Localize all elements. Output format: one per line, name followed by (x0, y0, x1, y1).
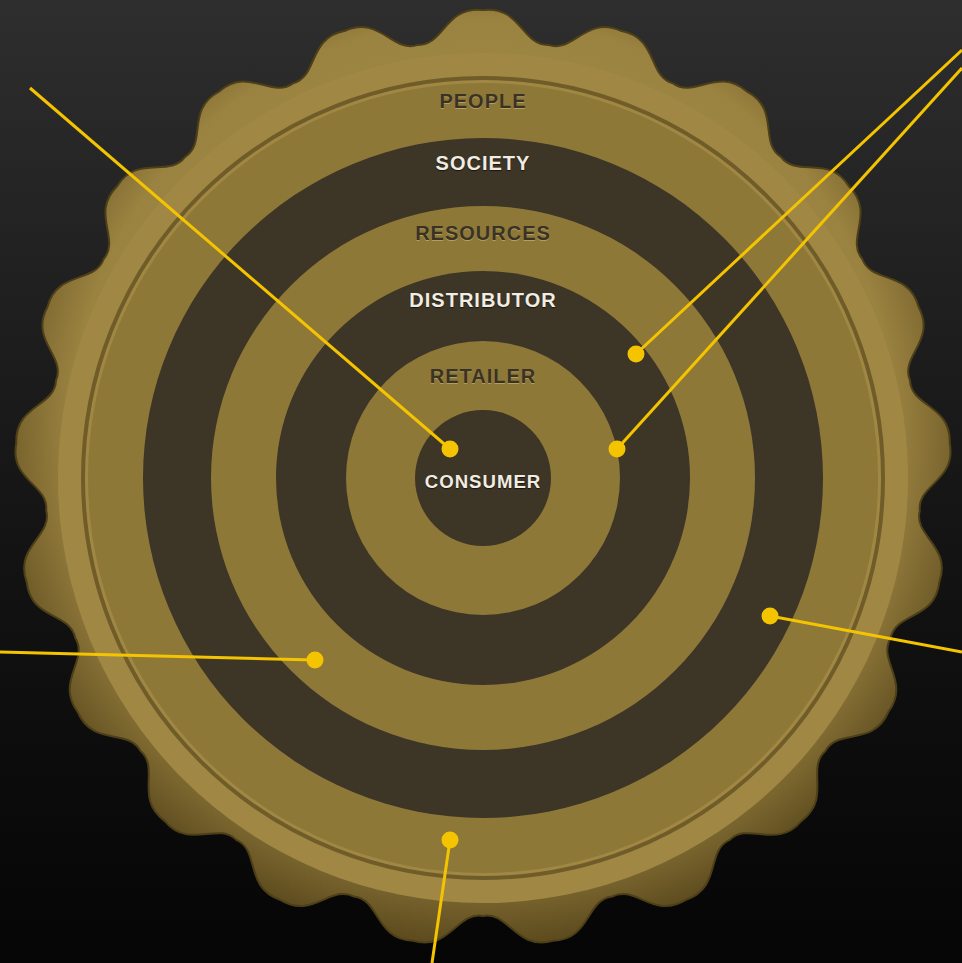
leader-dot (443, 442, 457, 456)
leader-line (432, 840, 450, 963)
ring-fill (276, 271, 690, 685)
leader-line (30, 88, 450, 449)
ring-fill (88, 83, 878, 873)
ring-label: DISTRIBUTOR (409, 289, 556, 312)
label-slot: CONSUMER (415, 471, 551, 493)
ring-band: RETAILER CONSUMER (346, 341, 620, 615)
ring-band: SOCIETY RESOURCES DISTRIBUTOR RETAILER CONSU… (143, 138, 823, 818)
ring-label: CONSUMER (425, 471, 541, 493)
leader-line (617, 68, 962, 449)
ring-band: RESOURCES DISTRIBUTOR RETAILER CONSUMER (211, 206, 755, 750)
ring-label: RETAILER (430, 365, 537, 388)
label-slot: SOCIETY (143, 152, 823, 175)
label-slot: RETAILER (346, 365, 620, 388)
ring-label: SOCIETY (436, 152, 531, 175)
crimped-edge (15, 10, 950, 943)
rim-groove (83, 78, 883, 878)
cap-rim (58, 53, 908, 903)
ring-fill (415, 410, 551, 546)
leader-line (770, 616, 962, 652)
leader-line (636, 50, 962, 354)
ring-band: PEOPLE SOCIETY RESOURCES DISTRIBUTOR RETAILE… (88, 83, 878, 873)
label-slot: DISTRIBUTOR (276, 289, 690, 312)
label-slot: RESOURCES (211, 222, 755, 245)
ring-label: PEOPLE (439, 90, 526, 113)
leader-dot (629, 347, 643, 361)
leader-dot (443, 833, 457, 847)
leader-line (0, 652, 315, 660)
ring-band: DISTRIBUTOR RETAILER CONSUMER (276, 271, 690, 685)
leader-dot (763, 609, 777, 623)
label-slot: PEOPLE (88, 90, 878, 113)
center-circle: CONSUMER (415, 410, 551, 546)
ring-label: RESOURCES (415, 222, 551, 245)
ring-fill (346, 341, 620, 615)
ring-fill (211, 206, 755, 750)
ring-fill (143, 138, 823, 818)
leader-dot (610, 442, 624, 456)
leader-dot (308, 653, 322, 667)
